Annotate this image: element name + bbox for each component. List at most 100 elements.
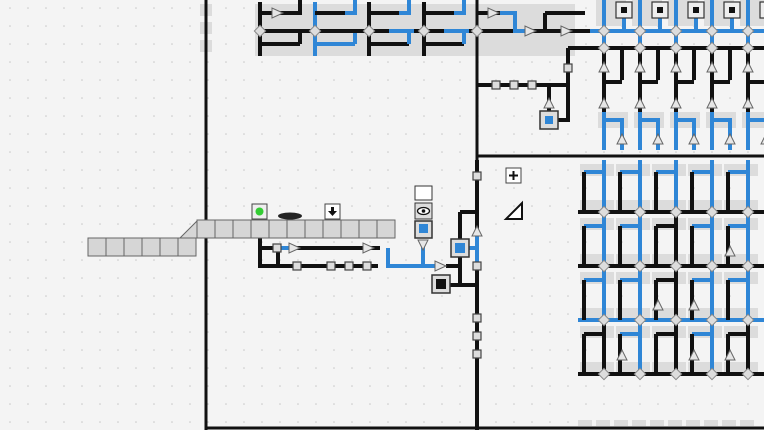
wires[interactable] <box>256 0 764 430</box>
conveyor-cell[interactable] <box>159 237 179 257</box>
junction-node[interactable] <box>741 367 755 381</box>
buffer-gate[interactable] <box>543 96 555 109</box>
label-icon[interactable] <box>414 185 433 201</box>
wire-powered[interactable] <box>345 0 357 15</box>
junction-node[interactable] <box>705 259 719 273</box>
set-square-icon[interactable] <box>503 200 523 220</box>
delay-component[interactable] <box>527 80 537 90</box>
buffer-gate[interactable] <box>616 348 628 361</box>
buffer-gate[interactable] <box>362 242 376 254</box>
wire[interactable] <box>290 0 302 15</box>
junction-node[interactable] <box>470 24 484 38</box>
delay-component[interactable] <box>326 261 336 271</box>
buffer-gate[interactable] <box>742 96 754 109</box>
junction-node[interactable] <box>705 41 719 55</box>
buffer-gate[interactable] <box>634 60 646 73</box>
wire-powered[interactable] <box>454 0 466 15</box>
delay-component[interactable] <box>472 331 482 341</box>
buffer-gate[interactable] <box>598 96 610 109</box>
register-cell[interactable] <box>759 1 764 19</box>
buffer-gate[interactable] <box>652 132 664 145</box>
wire-powered[interactable] <box>386 248 442 268</box>
junction-node[interactable] <box>741 259 755 273</box>
junction-node[interactable] <box>741 41 755 55</box>
buffer-gate[interactable] <box>724 244 736 257</box>
conveyor-belt[interactable] <box>87 219 396 257</box>
conveyor-cell[interactable] <box>340 219 360 239</box>
junction-node[interactable] <box>633 367 647 381</box>
junction-node[interactable] <box>669 367 683 381</box>
junction-node[interactable] <box>669 259 683 273</box>
comet-icon[interactable] <box>278 212 302 220</box>
junction-node[interactable] <box>633 313 647 327</box>
buffer-gate[interactable] <box>670 60 682 73</box>
buffer-gate[interactable] <box>417 239 429 252</box>
buffer-gate[interactable] <box>271 7 285 19</box>
junction-node[interactable] <box>633 24 647 38</box>
buffer-gate[interactable] <box>434 260 448 272</box>
components[interactable] <box>253 1 764 381</box>
junction-node[interactable] <box>669 41 683 55</box>
conveyor-cell[interactable] <box>87 237 107 257</box>
buffer-gate[interactable] <box>288 242 302 254</box>
conveyor-cell[interactable] <box>214 219 234 239</box>
junction-node[interactable] <box>308 24 322 38</box>
conveyor-cell[interactable] <box>105 237 125 257</box>
buffer-gate[interactable] <box>670 96 682 109</box>
junction-node[interactable] <box>633 259 647 273</box>
junction-node[interactable] <box>705 24 719 38</box>
junction-node[interactable] <box>597 205 611 219</box>
junction-node[interactable] <box>597 313 611 327</box>
delay-component[interactable] <box>491 80 501 90</box>
conveyor-cell[interactable] <box>268 219 288 239</box>
wire[interactable] <box>258 230 378 268</box>
conveyor-cell[interactable] <box>286 219 306 239</box>
buffer-gate[interactable] <box>688 298 700 311</box>
junction-node[interactable] <box>669 205 683 219</box>
buffer-gate[interactable] <box>652 298 664 311</box>
buffer-gate[interactable] <box>706 60 718 73</box>
buffer-gate[interactable] <box>742 60 754 73</box>
delay-component[interactable] <box>272 243 282 253</box>
delay-component[interactable] <box>509 80 519 90</box>
buffer-gate[interactable] <box>634 96 646 109</box>
buffer-gate[interactable] <box>706 96 718 109</box>
delay-component[interactable] <box>472 171 482 181</box>
conveyor-cell[interactable] <box>322 219 342 239</box>
junction-node[interactable] <box>669 313 683 327</box>
junction-node[interactable] <box>741 313 755 327</box>
conveyor-cell[interactable] <box>250 219 270 239</box>
buffer-gate[interactable] <box>724 348 736 361</box>
junction-node[interactable] <box>669 24 683 38</box>
junction-node[interactable] <box>741 205 755 219</box>
junction-node[interactable] <box>253 24 267 38</box>
junction-node[interactable] <box>705 367 719 381</box>
delay-component[interactable] <box>344 261 354 271</box>
conveyor-cell[interactable] <box>376 219 396 239</box>
buffer-gate[interactable] <box>524 25 538 37</box>
buffer-gate[interactable] <box>598 60 610 73</box>
conveyor-cell[interactable] <box>177 237 197 257</box>
buffer-gate[interactable] <box>616 132 628 145</box>
tool-icons[interactable] <box>251 167 523 239</box>
wire-powered[interactable] <box>399 0 411 15</box>
wire-powered[interactable] <box>748 118 764 150</box>
junction-node[interactable] <box>705 205 719 219</box>
conveyor-ramp[interactable] <box>178 219 198 239</box>
buffer-gate[interactable] <box>487 7 501 19</box>
delay-component[interactable] <box>472 261 482 271</box>
junction-node[interactable] <box>362 24 376 38</box>
conveyor-cell[interactable] <box>358 219 378 239</box>
conveyor-cell[interactable] <box>232 219 252 239</box>
conveyor-cell[interactable] <box>304 219 324 239</box>
junction-node[interactable] <box>597 259 611 273</box>
junction-node[interactable] <box>633 205 647 219</box>
delay-component[interactable] <box>563 63 573 73</box>
junction-node[interactable] <box>597 41 611 55</box>
buffer-gate[interactable] <box>560 25 574 37</box>
buffer-gate[interactable] <box>688 348 700 361</box>
conveyor-cell[interactable] <box>141 237 161 257</box>
junction-node[interactable] <box>705 313 719 327</box>
